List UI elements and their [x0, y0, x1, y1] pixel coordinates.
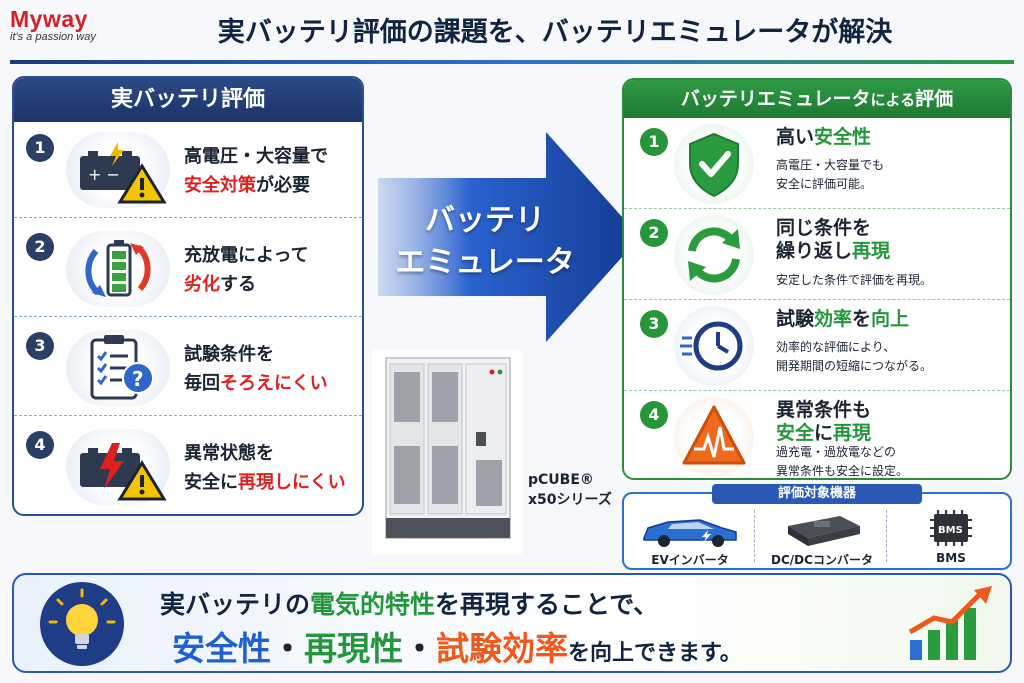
issue-number: 3 [26, 332, 54, 360]
issue-item-3: 3 ? 試験条件を 毎回そろえにくい [14, 320, 362, 416]
benefit-desc: 過充電・過放電などの 異常条件も安全に設定。 [776, 445, 909, 478]
issue-item-4: 4 異常状態を 安全に再現しにくい [14, 419, 362, 514]
benefit-title: 同じ条件を 繰り返し再現 [776, 217, 891, 262]
benefit-item-4: 4 異常条件も 安全に再現 過充電・過放電などの 異常条件も安全に設定。 [624, 391, 1010, 478]
real-battery-panel: 実バッテリ評価 1 + − 高電圧・大容量で 安全対策が必要 2 [12, 76, 364, 516]
summary-banner [12, 573, 1012, 673]
svg-text:?: ? [132, 367, 144, 391]
issue-text: 高電圧・大容量で 安全対策が必要 [184, 146, 328, 196]
battery-warning-icon: + − [66, 132, 170, 208]
target-devices-box: EVインバータ DC/DCコンバータ BMS BMS [622, 492, 1012, 570]
page-title: 実バッテリ評価の課題を、バッテリエミュレータが解決 [217, 17, 893, 48]
svg-text:BMS: BMS [938, 525, 963, 536]
solution-arrow [378, 132, 640, 342]
issue-number: 2 [26, 233, 54, 261]
battery-cycle-icon [66, 231, 170, 307]
logo-text: Myway [10, 6, 88, 32]
benefit-desc: 高電圧・大容量でも 安全に評価可能。 [776, 158, 885, 191]
issue-text: 異常状態を 安全に再現しにくい [184, 443, 346, 493]
issue-number: 4 [26, 431, 54, 459]
device-label: BMS [936, 551, 966, 565]
issue-item-1: 1 + − 高電圧・大容量で 安全対策が必要 [14, 122, 362, 218]
shield-check-icon [674, 124, 754, 204]
benefit-title: 異常条件も 安全に再現 [776, 399, 872, 444]
logo-tagline: it's a passion way [10, 31, 96, 43]
converter-module-icon [780, 508, 864, 554]
benefit-number: 2 [640, 219, 668, 247]
ev-car-icon [638, 510, 742, 554]
arrow-label: バッテリ エミュレータ [395, 203, 575, 280]
growth-chart-icon [908, 586, 992, 660]
lightbulb-icon [40, 582, 124, 666]
svg-text:+ −: + − [88, 165, 120, 184]
benefit-number: 1 [640, 128, 668, 156]
issue-number: 1 [26, 134, 54, 162]
device-label: DC/DCコンバータ [771, 553, 873, 567]
bms-chip-icon: BMS [924, 508, 978, 552]
issue-item-2: 2 充放電によって 劣化する [14, 221, 362, 317]
benefit-desc: 効率的な評価により、 開発期間の短縮につながる。 [776, 340, 933, 373]
summary-line-2: 安全性・再現性・試験効率を向上できます。 [172, 629, 742, 668]
refresh-icon [674, 215, 754, 295]
benefit-item-3: 3 試験効率を向上 効率的な評価により、 開発期間の短縮につながる。 [624, 300, 1010, 391]
benefit-title: 試験効率を向上 [776, 308, 910, 330]
battery-lightning-warning-icon [66, 429, 170, 505]
issue-text: 試験条件を 毎回そろえにくい [184, 344, 328, 394]
target-devices-title: 評価対象機器 [712, 484, 922, 504]
checklist-question-icon: ? [66, 330, 170, 406]
brand-logo: Myway it's a passion way [10, 6, 96, 43]
emulator-panel-title: バッテリエミュレータによる評価 [624, 80, 1010, 118]
benefit-item-1: 1 高い安全性 高電圧・大容量でも 安全に評価可能。 [624, 118, 1010, 209]
benefit-title: 高い安全性 [776, 126, 872, 148]
summary-line-1: 実バッテリの電気的特性を再現することで、 [160, 590, 659, 619]
benefit-number: 3 [640, 310, 668, 338]
emulator-panel: バッテリエミュレータによる評価 1 高い安全性 高電圧・大容量でも 安全に評価可… [622, 78, 1012, 480]
issue-text: 充放電によって 劣化する [184, 245, 309, 295]
header-divider [10, 60, 1014, 64]
warning-triangle-icon [674, 397, 754, 477]
benefit-desc: 安定した条件で評価を再現。 [776, 273, 933, 287]
clock-icon [674, 306, 754, 386]
benefit-number: 4 [640, 401, 668, 429]
product-name: pCUBE® x50シリーズ [528, 472, 612, 508]
benefit-item-2: 2 同じ条件を 繰り返し再現 安定した条件で評価を再現。 [624, 209, 1010, 300]
pcube-cabinet-image [372, 350, 522, 555]
device-label: EVインバータ [651, 553, 729, 567]
real-battery-panel-title: 実バッテリ評価 [14, 78, 362, 122]
